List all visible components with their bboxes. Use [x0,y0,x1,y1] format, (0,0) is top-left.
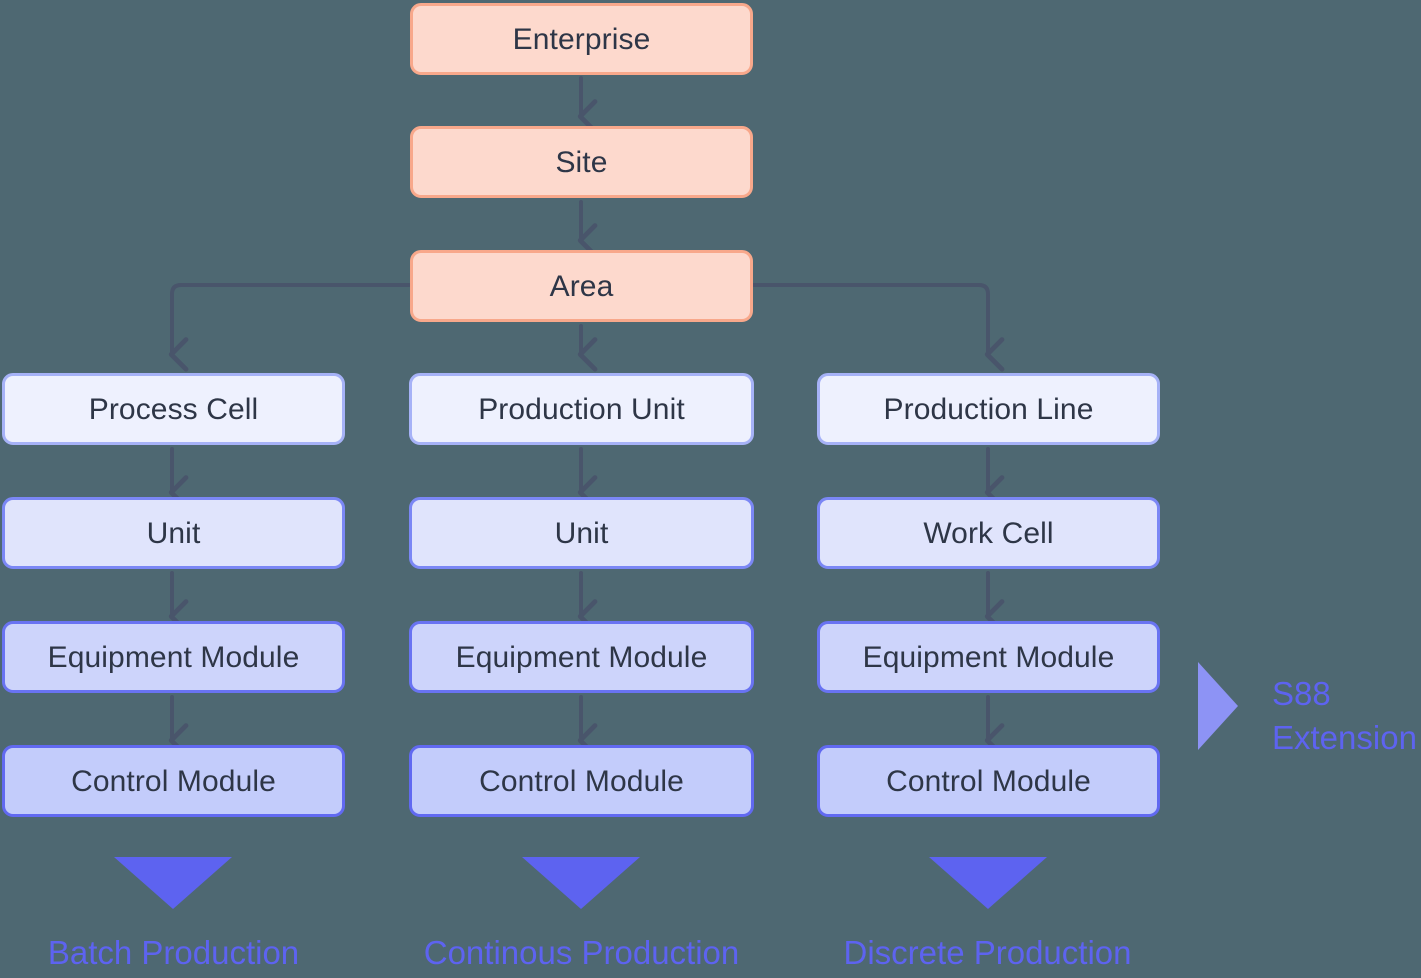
node-production-line[interactable]: Production Line [817,373,1160,445]
node-equipment-module-continuous[interactable]: Equipment Module [409,621,754,693]
caption-discrete-production: Discrete Production [843,934,1132,971]
node-unit-continuous[interactable]: Unit [409,497,754,569]
node-production-unit-label: Production Unit [478,392,685,426]
s88-extension-line-1: S88 [1272,675,1331,712]
node-control-module-discrete[interactable]: Control Module [817,745,1160,817]
node-site-label: Site [555,145,608,179]
node-equipment-module-continuous-label: Equipment Module [455,640,708,674]
edge-area-production-line [752,283,1005,372]
node-work-cell-label: Work Cell [923,516,1054,550]
s88-extension-label: S88 Extension [1272,672,1417,759]
node-equipment-module-batch-label: Equipment Module [47,640,300,674]
node-area-label: Area [549,269,614,303]
node-control-module-batch-label: Control Module [71,764,276,798]
node-area[interactable]: Area [410,250,753,322]
caption-batch-production: Batch Production [47,934,300,971]
s88-extension-line-2: Extension [1272,718,1417,756]
outcome-arrow-batch-icon [114,857,232,909]
node-production-unit[interactable]: Production Unit [409,373,754,445]
node-equipment-module-discrete-label: Equipment Module [862,640,1115,674]
outcome-arrow-continuous-icon [522,857,640,909]
node-work-cell[interactable]: Work Cell [817,497,1160,569]
node-enterprise-label: Enterprise [512,22,651,56]
edge-area-process-cell [168,283,411,372]
node-equipment-module-batch[interactable]: Equipment Module [2,621,345,693]
node-production-line-label: Production Line [883,392,1094,426]
node-unit-batch[interactable]: Unit [2,497,345,569]
node-control-module-continuous[interactable]: Control Module [409,745,754,817]
s88-extension-marker-icon [1198,662,1238,750]
node-control-module-continuous-label: Control Module [479,764,684,798]
node-site[interactable]: Site [410,126,753,198]
node-unit-continuous-label: Unit [554,516,609,550]
node-control-module-batch[interactable]: Control Module [2,745,345,817]
node-enterprise[interactable]: Enterprise [410,3,753,75]
node-equipment-module-discrete[interactable]: Equipment Module [817,621,1160,693]
node-process-cell[interactable]: Process Cell [2,373,345,445]
node-control-module-discrete-label: Control Module [886,764,1091,798]
node-process-cell-label: Process Cell [88,392,259,426]
caption-continuous-production: Continous Production [423,934,740,971]
outcome-arrow-discrete-icon [929,857,1047,909]
node-unit-batch-label: Unit [146,516,201,550]
